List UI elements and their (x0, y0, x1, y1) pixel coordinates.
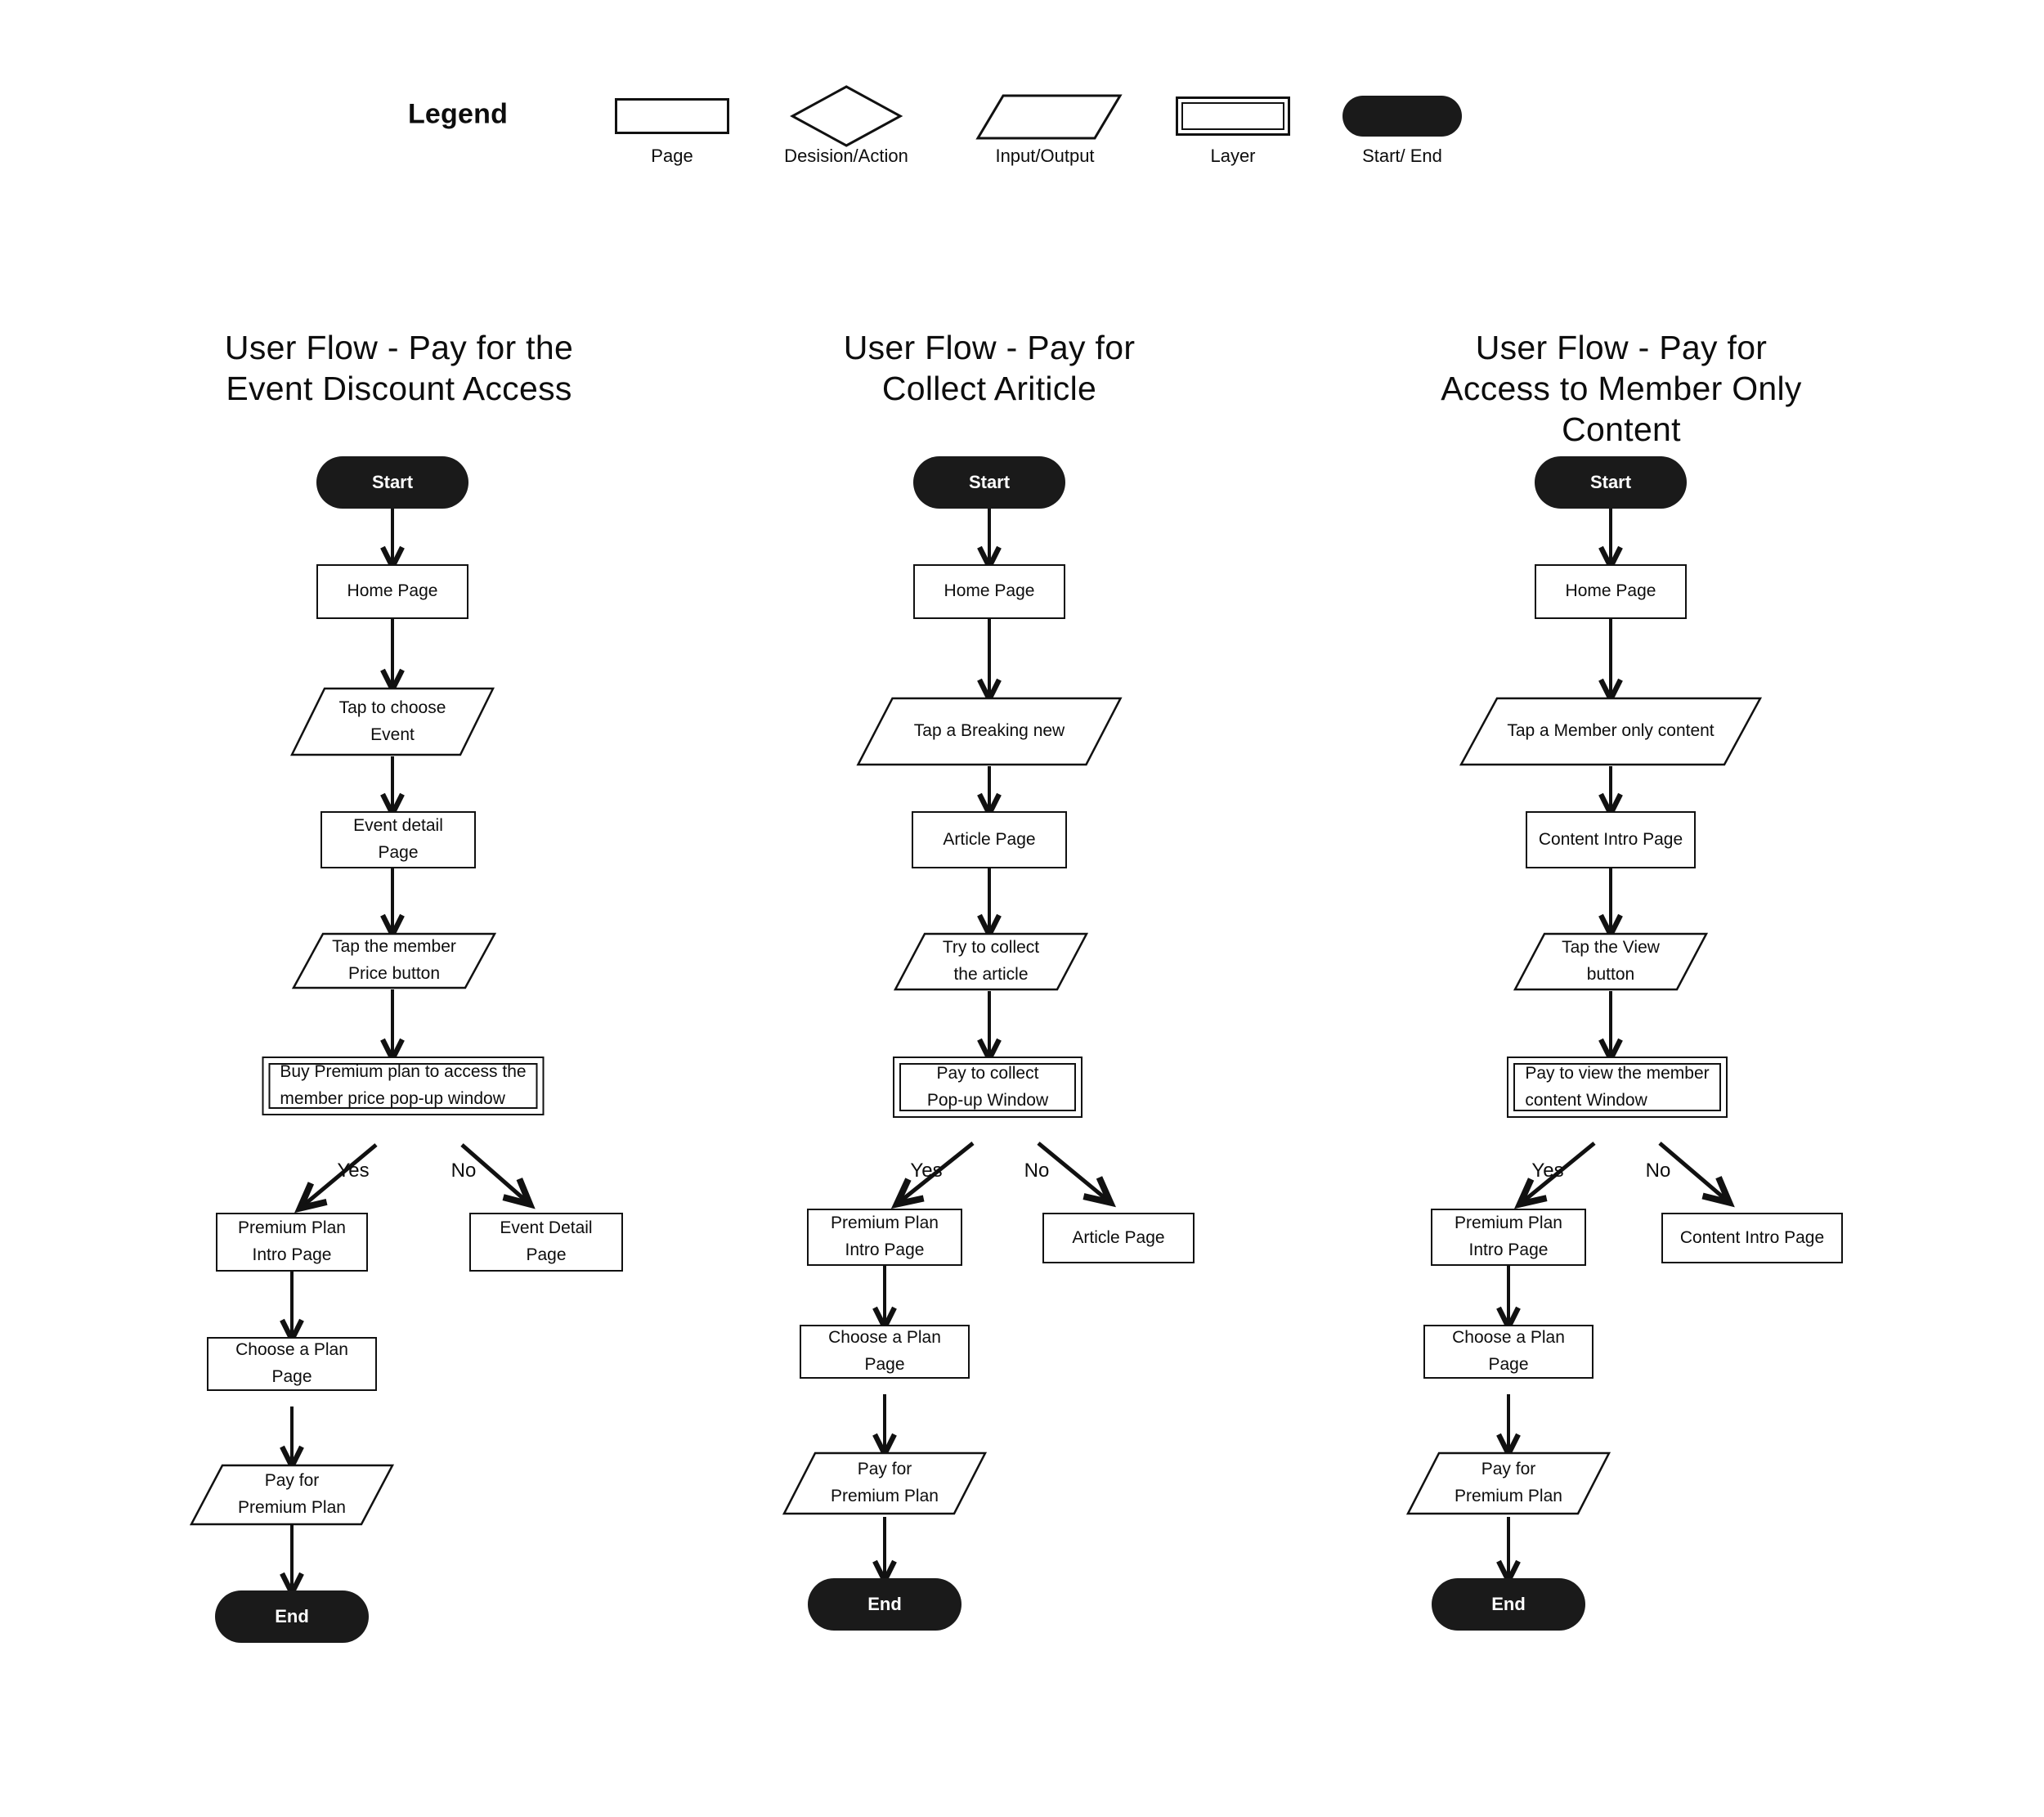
flow2-yes-branch-node[interactable]: Premium Plan Intro Page (807, 1209, 962, 1266)
flow3-choose-plan-label: Choose a Plan Page (1452, 1328, 1565, 1374)
legend-item-io: Input/Output (975, 94, 1123, 167)
flow1-no-label: No (450, 1160, 477, 1182)
flow1-choose-plan-node[interactable]: Choose a Plan Page (207, 1337, 377, 1391)
flow3-no-branch-label: Content Intro Page (1679, 1227, 1825, 1247)
flow2-action2-label: Try to collect the article (942, 938, 1040, 984)
flow1-pay-label: Pay for Premium Plan (238, 1471, 346, 1517)
legend-label-io: Input/Output (995, 146, 1095, 166)
flow3-yes-branch-node[interactable]: Premium Plan Intro Page (1431, 1209, 1586, 1266)
flow3-action2-label: Tap the View button (1562, 938, 1660, 984)
legend-title: Legend (407, 98, 509, 130)
flow3-action1-label: Tap a Member only content (1507, 721, 1715, 741)
flow1-pay-node[interactable]: Pay for Premium Plan (190, 1464, 394, 1526)
flow1-yes-branch-label: Premium Plan Intro Page (238, 1218, 346, 1264)
legend-label-terminal: Start/ End (1362, 146, 1442, 166)
flow3-yes-label: Yes (1531, 1160, 1564, 1182)
flow1-layer-node[interactable]: Buy Premium plan to access the member pr… (262, 1057, 545, 1115)
flow3-pay-label: Pay for Premium Plan (1455, 1460, 1562, 1505)
flow3-layer-label: Pay to view the member content Window (1525, 1063, 1710, 1110)
flow2-start-label: Start (968, 471, 1011, 492)
flow3-pay-node[interactable]: Pay for Premium Plan (1406, 1451, 1611, 1515)
legend-label-page: Page (651, 146, 693, 166)
flow2-page1-label: Article Page (943, 829, 1036, 849)
flow1-yes-label: Yes (337, 1160, 370, 1182)
flow3-end-node[interactable]: End (1432, 1578, 1585, 1631)
flow-title-3: User Flow - Pay for Access to Member Onl… (1441, 329, 1802, 449)
flow-title-2: User Flow - Pay for Collect Ariticle (843, 329, 1136, 408)
layer-shape-icon (1176, 96, 1290, 136)
flow2-action2-node[interactable]: Try to collect the article (894, 932, 1088, 991)
flow1-layer-label: Buy Premium plan to access the member pr… (280, 1062, 527, 1108)
flow2-layer-label: Pay to collect Pop-up Window (926, 1063, 1049, 1110)
flow3-end-label: End (1491, 1593, 1526, 1614)
legend-label-layer: Layer (1210, 146, 1256, 166)
flow2-start-node[interactable]: Start (913, 456, 1065, 509)
flow3-action2-node[interactable]: Tap the View button (1513, 932, 1708, 991)
flow3-yes-branch-label: Premium Plan Intro Page (1455, 1214, 1562, 1259)
flow2-pay-node[interactable]: Pay for Premium Plan (782, 1451, 987, 1515)
flow3-page1-label: Content Intro Page (1538, 829, 1683, 849)
flow3-action1-node[interactable]: Tap a Member only content (1459, 697, 1762, 766)
flow2-no-branch-label: Article Page (1072, 1227, 1165, 1247)
legend-item-layer: Layer (1176, 96, 1290, 167)
legend: Legend Page Desision/Action Input/Output (0, 0, 2044, 213)
flow1-no-branch-label: Event Detail Page (500, 1218, 593, 1264)
flow3-home-page-node[interactable]: Home Page (1535, 564, 1687, 619)
terminal-shape-icon (1342, 96, 1462, 137)
flow2-home-page-node[interactable]: Home Page (913, 564, 1065, 619)
flow1-page1-node[interactable]: Event detail Page (320, 811, 476, 868)
flow2-end-node[interactable]: End (808, 1578, 961, 1631)
page-shape-icon (615, 98, 729, 134)
flow2-action1-node[interactable]: Tap a Breaking new (856, 697, 1123, 766)
flow3-start-label: Start (1589, 471, 1632, 492)
flow2-end-label: End (867, 1593, 902, 1614)
flow-title-1: User Flow - Pay for the Event Discount A… (224, 329, 574, 408)
flow3-no-branch-node[interactable]: Content Intro Page (1661, 1213, 1843, 1263)
flow1-yes-branch-node[interactable]: Premium Plan Intro Page (216, 1213, 368, 1272)
flow2-choose-plan-node[interactable]: Choose a Plan Page (800, 1325, 970, 1379)
flow3-choose-plan-node[interactable]: Choose a Plan Page (1423, 1325, 1594, 1379)
flow1-home-page-label: Home Page (347, 581, 438, 601)
flow1-choose-plan-label: Choose a Plan Page (235, 1340, 348, 1386)
decision-shape-icon (789, 85, 903, 147)
flow2-choose-plan-label: Choose a Plan Page (828, 1328, 941, 1374)
flow2-action1-label: Tap a Breaking new (913, 721, 1065, 741)
flow1-end-node[interactable]: End (215, 1590, 369, 1643)
legend-label-decision: Desision/Action (784, 146, 908, 166)
flow3-start-node[interactable]: Start (1535, 456, 1687, 509)
flow1-page1-label: Event detail Page (353, 816, 443, 862)
flow1-start-node[interactable]: Start (316, 456, 468, 509)
flow3-home-page-label: Home Page (1565, 581, 1656, 601)
flow2-no-branch-node[interactable]: Article Page (1042, 1213, 1195, 1263)
flow1-action2-label: Tap the member Price button (332, 937, 456, 983)
flow2-layer-node[interactable]: Pay to collect Pop-up Window (893, 1057, 1083, 1118)
io-shape-icon (975, 94, 1123, 140)
legend-item-page: Page (615, 98, 729, 167)
flow2-pay-label: Pay for Premium Plan (831, 1460, 939, 1505)
flow2-home-page-label: Home Page (944, 581, 1035, 601)
flow1-action1-node[interactable]: Tap to choose Event (290, 687, 495, 756)
flow2-yes-branch-label: Premium Plan Intro Page (831, 1214, 939, 1259)
flow1-action2-node[interactable]: Tap the member Price button (292, 932, 496, 989)
flow3-no-label: No (1645, 1160, 1671, 1182)
flow2-yes-label: Yes (910, 1160, 943, 1182)
flow1-end-label: End (275, 1605, 309, 1626)
flow1-action1-label: Tap to choose Event (338, 698, 446, 744)
flow3-page1-node[interactable]: Content Intro Page (1526, 811, 1696, 868)
legend-item-decision: Desision/Action (784, 85, 908, 167)
flow1-start-label: Start (371, 471, 414, 492)
flow2-no-label: No (1024, 1160, 1050, 1182)
flow1-no-branch-node[interactable]: Event Detail Page (469, 1213, 623, 1272)
flow2-page1-node[interactable]: Article Page (912, 811, 1067, 868)
flow3-layer-node[interactable]: Pay to view the member content Window (1507, 1057, 1728, 1118)
legend-item-terminal: Start/ End (1342, 96, 1462, 167)
flow1-home-page-node[interactable]: Home Page (316, 564, 468, 619)
